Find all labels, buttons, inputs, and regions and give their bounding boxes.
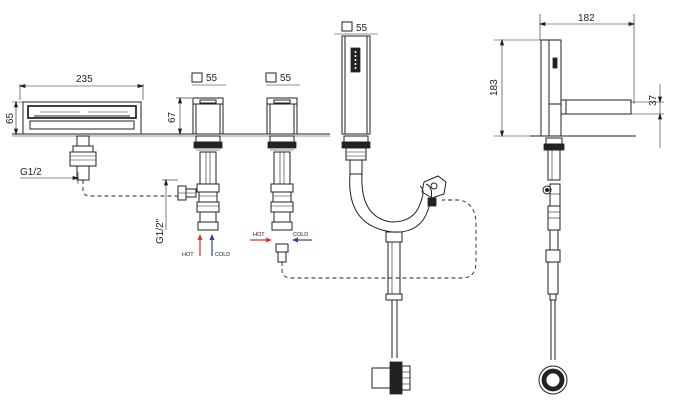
dim-235: 235 <box>76 74 93 85</box>
spray-nozzles <box>354 51 357 69</box>
valve-right: 55 HOT COLD <box>250 72 477 279</box>
dim-65: 65 <box>5 112 16 124</box>
dim-55-left: 55 <box>206 73 218 84</box>
handshower-view: 55 <box>334 21 447 395</box>
cold-label-right: COLD <box>293 232 308 238</box>
hot-label-right: HOT <box>253 232 265 238</box>
dim-182: 182 <box>578 13 595 24</box>
dim-55-handshower: 55 <box>356 23 368 34</box>
dim-55-middle: 55 <box>280 73 292 84</box>
dim-37: 37 <box>648 94 659 106</box>
dim-67: 67 <box>167 111 178 123</box>
cold-label-left: COLD <box>215 252 230 258</box>
spout-view: 235 65 G1/2 <box>5 74 330 197</box>
valve-left: 55 67 G1/2" <box>155 72 230 258</box>
dim-183: 183 <box>489 79 500 96</box>
hot-label-left: HOT <box>182 252 194 258</box>
thread-label-g12-quote: G1/2" <box>155 218 166 244</box>
side-view: 182 183 37 <box>489 13 664 395</box>
thread-label-g12: G1/2 <box>20 167 42 178</box>
